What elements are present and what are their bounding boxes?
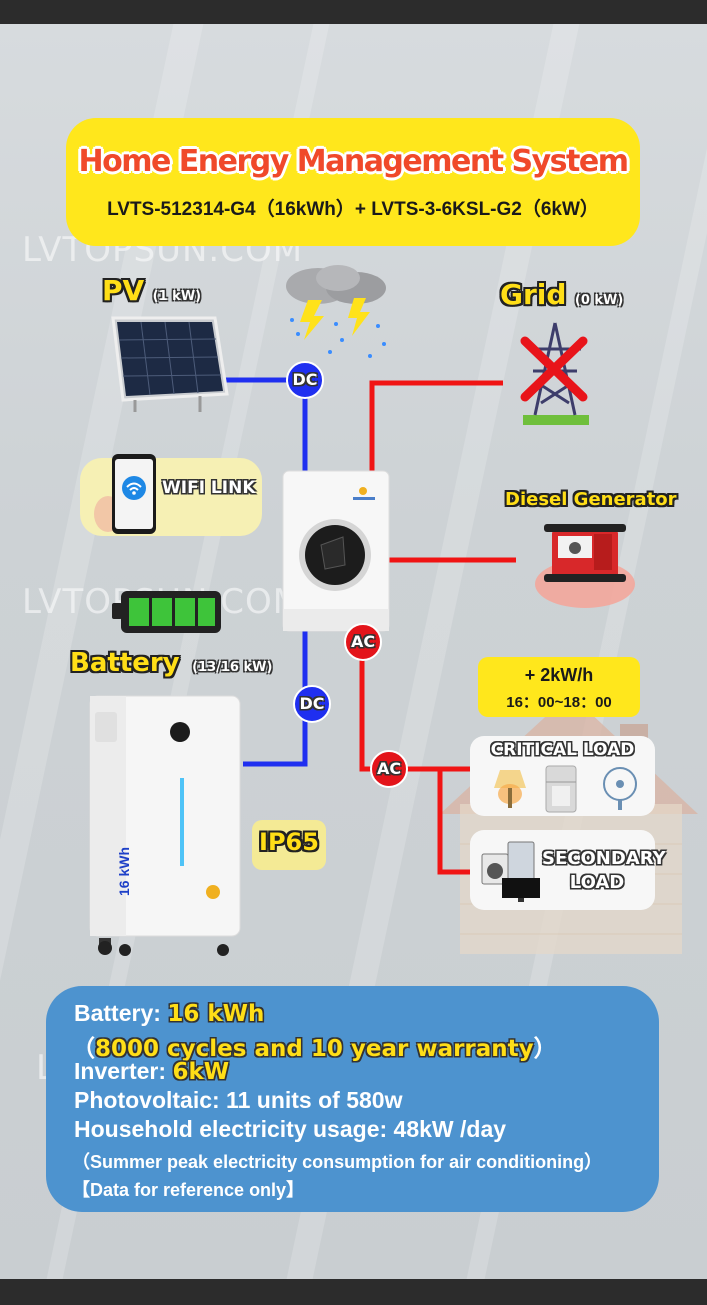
pv-label-group: PV (1 kW) (102, 274, 201, 307)
warranty-value: 10 year warranty (310, 1036, 534, 1062)
fan-icon (603, 767, 637, 810)
critical-load-label: CRITICAL LOAD (490, 740, 635, 760)
pv-power: (1 kW) (152, 289, 202, 304)
generator-icon (535, 524, 635, 608)
dc-badge-battery (293, 685, 331, 723)
and-text: and (246, 1036, 311, 1062)
peak-time-panel: + 2kW/h 16：00~18：00 (478, 657, 640, 717)
dc-label: DC (299, 694, 325, 713)
model-subtitle: LVTS-512314-G4（16kWh）+ LVTS-3-6KSL-G2（6k… (107, 199, 599, 220)
wifi-link-label: WIFI LINK (162, 478, 256, 498)
solar-panel-icon (111, 316, 229, 412)
inverter-icon (282, 470, 390, 632)
reference-note: 【Data for reference only】 (72, 1180, 305, 1200)
secondary-load-panel: SECONDARY LOAD (470, 830, 666, 910)
cloud-lightning-icon (286, 265, 386, 358)
ac-badge-load (370, 750, 408, 788)
pv-spec-line: Photovoltaic: 11 units of 580w (74, 1087, 403, 1113)
battery-spec-value: 16 kWh (167, 1001, 265, 1027)
bottom-bar (0, 1279, 707, 1305)
inverter-spec-value: 6kW (172, 1059, 230, 1085)
diagram-canvas: LVTOPSUN.COM LVTOPSUN.COM LVTOPSUN.COM H… (0, 24, 707, 1279)
summer-note: （Summer peak electricity consumption for… (72, 1152, 603, 1172)
tv-icon (502, 878, 540, 902)
ac-label: AC (350, 632, 376, 651)
inverter-spec-line: Inverter: 6kW (74, 1058, 229, 1085)
ip65-badge: IP65 (252, 820, 326, 870)
dc-badge-pv (286, 361, 324, 399)
battery-power: (13/16 kW) (192, 660, 273, 675)
washer-icon (481, 853, 509, 885)
title-banner: Home Energy Management System LVTS-51231… (66, 118, 640, 246)
ac-line-grid (369, 380, 503, 476)
secondary-load-icons (481, 841, 540, 902)
battery-label: Battery (70, 648, 180, 678)
grid-label-group: Grid (0 kW) (500, 278, 623, 311)
grid-power: (0 kW) (574, 293, 624, 308)
battery-cabinet-icon (89, 695, 241, 956)
secondary-load-label-1: SECONDARY (542, 848, 666, 869)
power-tower-icon (520, 322, 589, 425)
battery-spec-line: Battery: 16 kWh (74, 1000, 264, 1027)
peak-power: + 2kW/h (524, 665, 594, 685)
ac-line-critical (359, 630, 470, 772)
battery-label-group: Battery (13/16 kW) (70, 648, 272, 678)
paren-close: ） (533, 1035, 557, 1061)
ac-line-secondary (437, 769, 470, 875)
battery-unit-label: 16 kWh (116, 846, 132, 896)
lamp-icon (494, 770, 526, 808)
phone-icon (94, 454, 156, 534)
critical-load-panel: CRITICAL LOAD (470, 736, 655, 816)
inverter-spec-label: Inverter: (74, 1058, 173, 1084)
grid-label: Grid (500, 278, 567, 311)
secondary-load-label-2: LOAD (569, 872, 625, 893)
peak-time-range: 16：00~18：00 (506, 694, 612, 711)
cycles-value: 8000 cycles (95, 1036, 247, 1062)
top-bar (0, 0, 707, 24)
dc-line-battery (243, 630, 308, 767)
usage-spec-line: Household electricity usage: 48kW /day (74, 1116, 507, 1142)
paren-open: （ (72, 1035, 95, 1061)
dc-label: DC (292, 370, 318, 389)
battery-level-icon (112, 591, 221, 633)
wifi-link-panel: WIFI LINK (80, 454, 262, 536)
ac-label: AC (376, 759, 402, 778)
diesel-generator-label: Diesel Generator (505, 489, 677, 510)
battery-spec-label: Battery: (74, 1000, 168, 1026)
ip65-label: IP65 (259, 828, 319, 856)
fridge-icon (545, 765, 577, 813)
warranty-line: （8000 cycles and 10 year warranty） (72, 1029, 557, 1063)
ac-badge-inverter (344, 623, 382, 661)
cross-icon (520, 336, 588, 402)
page-title: Home Energy Management System (78, 144, 629, 179)
critical-load-icons (494, 765, 637, 813)
pv-label: PV (102, 274, 145, 307)
spec-summary-panel: Battery: 16 kWh （8000 cycles and 10 year… (46, 986, 659, 1212)
